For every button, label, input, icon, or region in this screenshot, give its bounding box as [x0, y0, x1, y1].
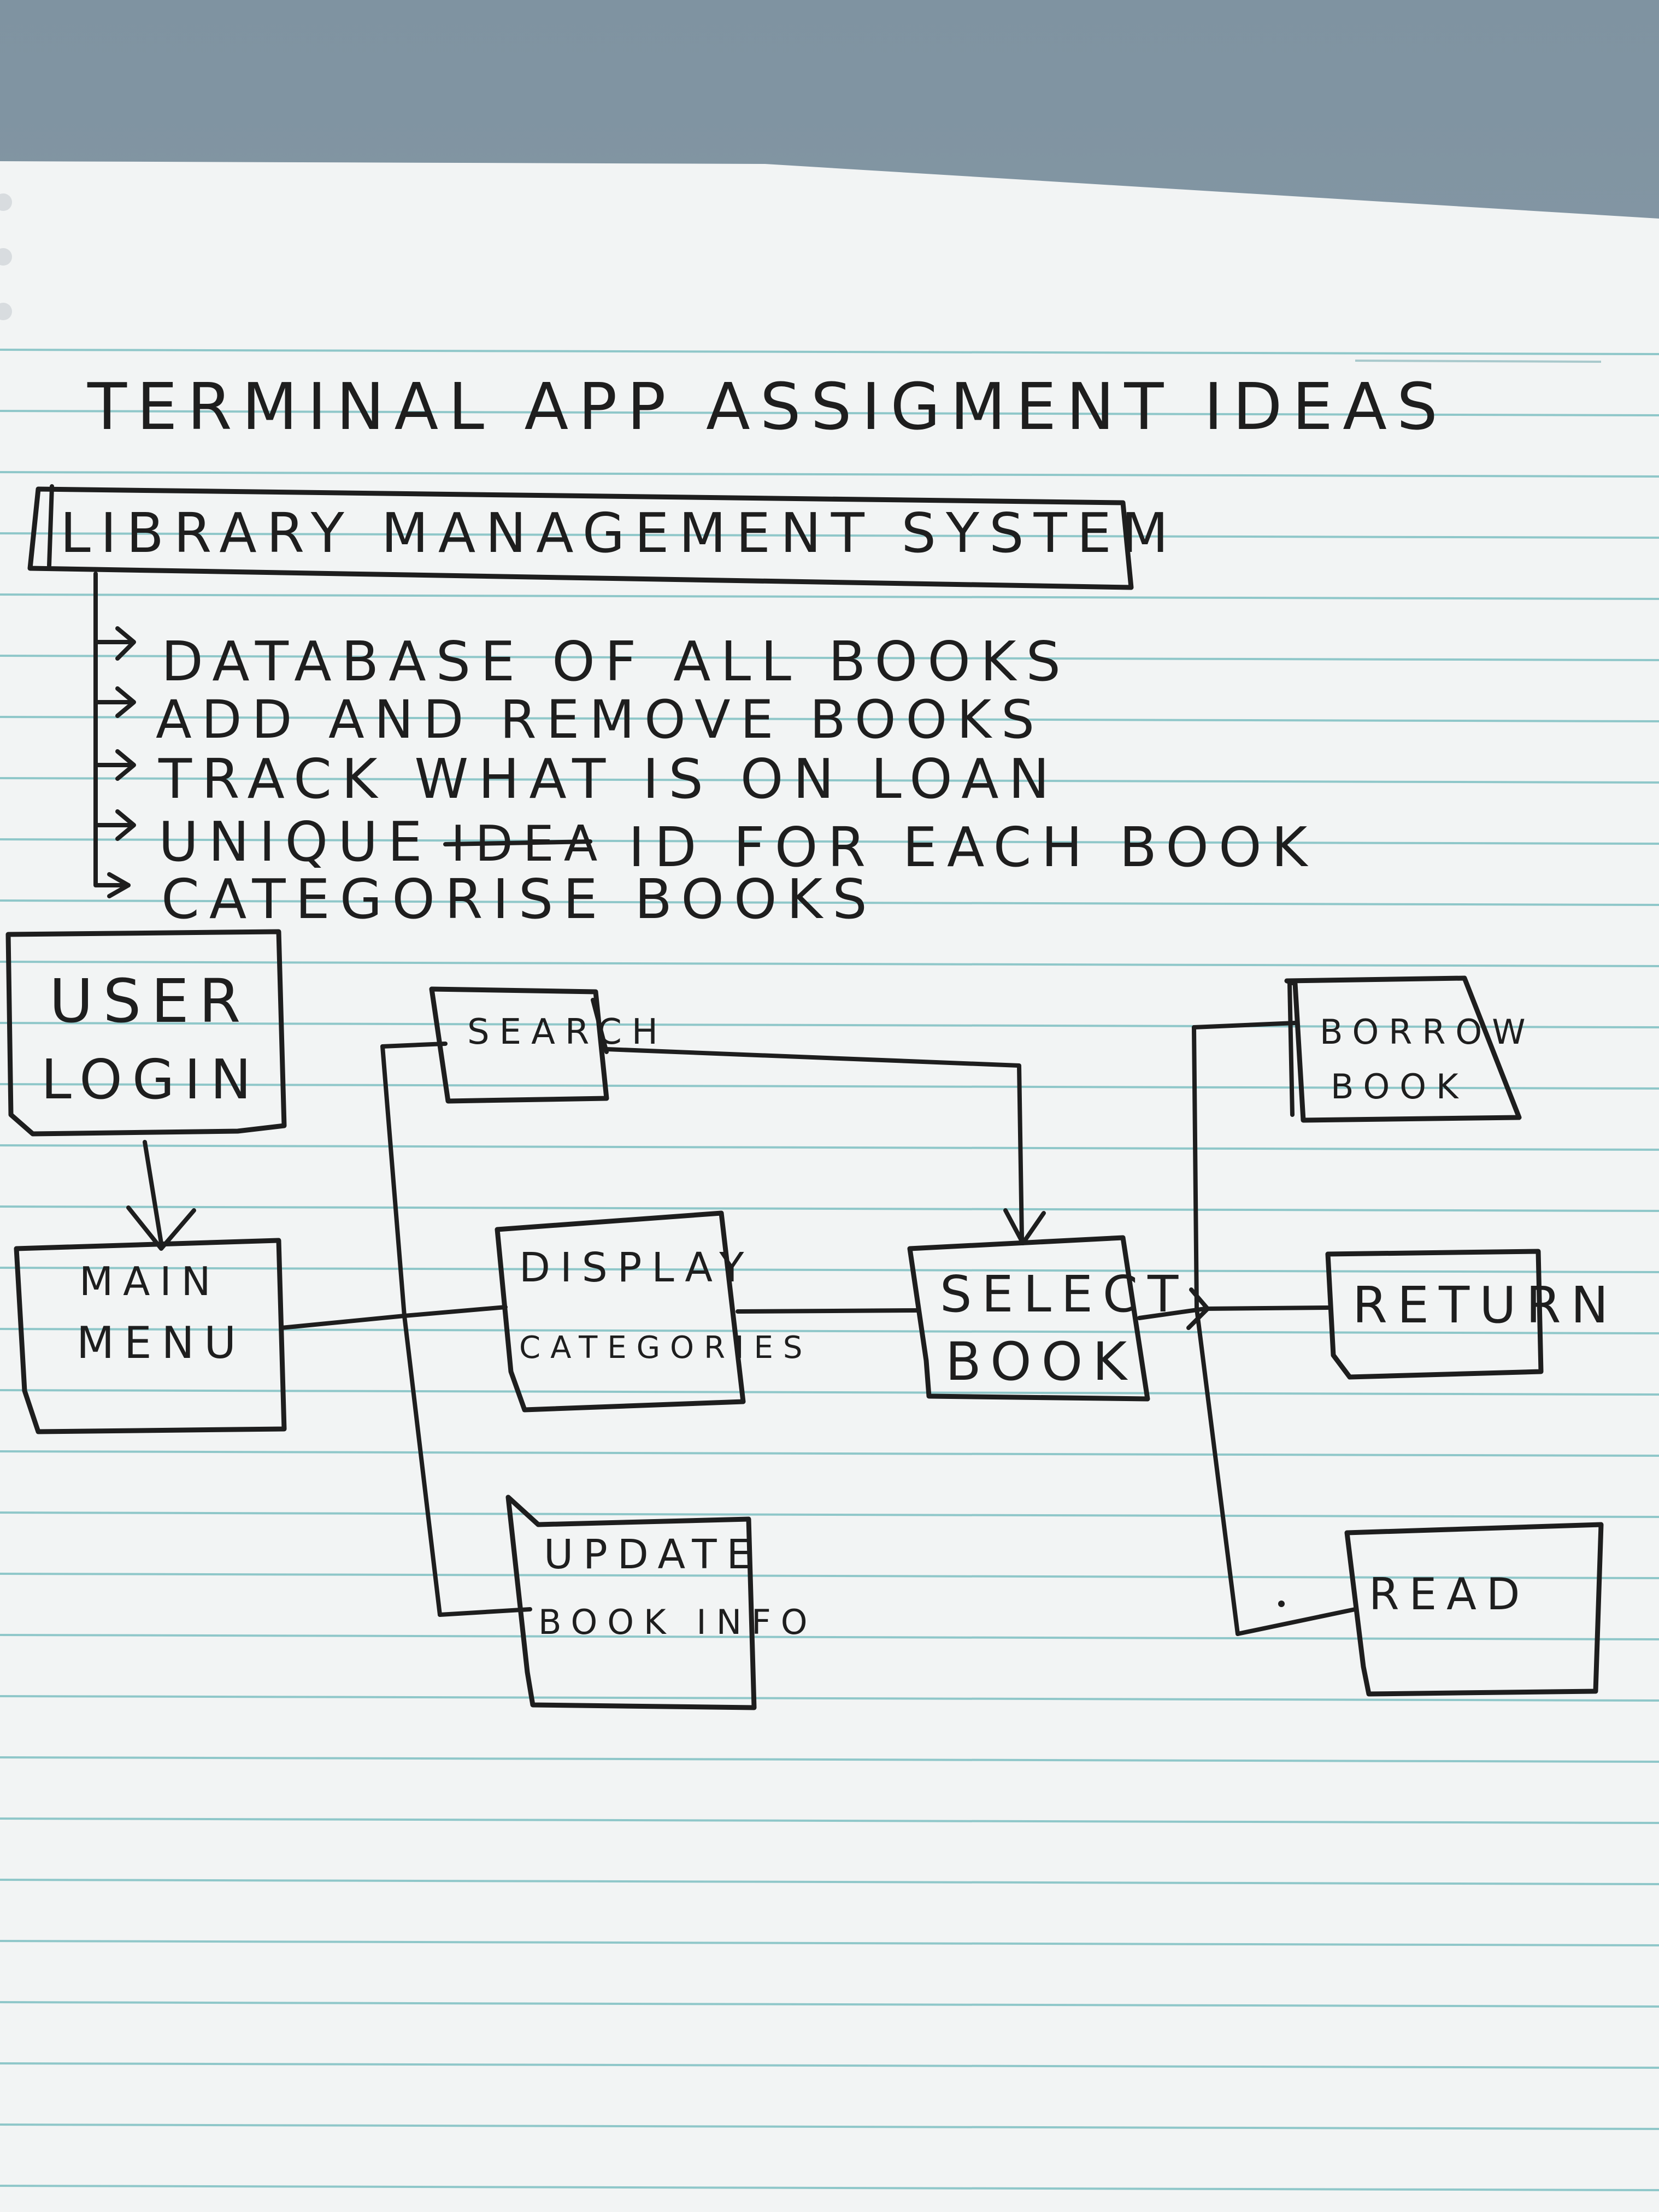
- search-node: SEARCH: [429, 986, 668, 1104]
- select-book-label-2: BOOK: [945, 1331, 1137, 1392]
- ruled-line: [0, 1695, 1659, 1702]
- read-label: READ: [1369, 1569, 1529, 1620]
- ruled-line: [0, 410, 1659, 416]
- ruled-line: [0, 716, 1659, 722]
- ruled-line: [0, 1205, 1659, 1212]
- ruled-line: [0, 2185, 1659, 2191]
- ruled-line: [0, 593, 1659, 600]
- spiral-holes: [0, 193, 12, 320]
- select-book-node: SELECT BOOK: [907, 1235, 1188, 1402]
- return-node: RETURN: [1325, 1249, 1618, 1380]
- ruled-line: [0, 1940, 1659, 1946]
- update-book-info-node: UPDATE BOOK INFO: [505, 1495, 817, 1710]
- connectors: [126, 1021, 1357, 1636]
- search-label: SEARCH: [467, 1012, 668, 1052]
- feature-item: UNIQUE: [158, 810, 432, 874]
- ruled-line: [0, 1328, 1659, 1334]
- ruled-line: [0, 1573, 1659, 1579]
- system-box: LIBRARY MANAGEMENT SYSTEM: [27, 484, 1178, 590]
- ruled-line: [0, 2123, 1659, 2130]
- feature-item: CATEGORISE BOOKS: [161, 867, 877, 931]
- main-menu-node: MAIN MENU: [14, 1238, 287, 1434]
- ruled-line: [0, 777, 1659, 784]
- feature-item: ID FOR EACH BOOK: [628, 815, 1317, 879]
- user-login-label-2: LOGIN: [41, 1048, 261, 1111]
- ruled-line: [0, 532, 1659, 539]
- strikethrough-line: [443, 839, 592, 846]
- page-title: TERMINAL APP ASSIGMENT IDEAS: [87, 369, 1448, 444]
- update-book-info-label-2: BOOK INFO: [538, 1602, 817, 1642]
- ruled-line: [0, 1511, 1659, 1518]
- ruled-line: [0, 1879, 1659, 1885]
- ruled-line: [0, 1267, 1659, 1273]
- ruled-line: [0, 655, 1659, 661]
- system-box-label: LIBRARY MANAGEMENT SYSTEM: [60, 501, 1178, 565]
- borrow-book-label-2: BOOK: [1331, 1067, 1468, 1107]
- main-menu-label-2: MENU: [77, 1317, 246, 1368]
- paper-sheet: [0, 161, 1659, 2212]
- ruled-line: [0, 2062, 1659, 2069]
- feature-tree: [93, 572, 136, 898]
- feature-item: ADD AND REMOVE BOOKS: [156, 689, 1044, 750]
- main-menu-label-1: MAIN: [79, 1258, 220, 1304]
- update-book-info-label-1: UPDATE: [544, 1531, 762, 1578]
- ruled-line: [0, 2001, 1659, 2008]
- ruled-line: [0, 1022, 1659, 1028]
- read-node: READ: [1344, 1522, 1604, 1697]
- ruled-lines: [0, 349, 1659, 2191]
- ruled-line: [0, 1144, 1659, 1151]
- ruled-line: [0, 349, 1659, 355]
- ruled-line: [0, 961, 1659, 967]
- feature-item: DATABASE OF ALL BOOKS: [161, 630, 1070, 693]
- borrow-book-label-1: BORROW: [1320, 1012, 1536, 1052]
- ruled-line: [0, 1083, 1659, 1090]
- ruled-line: [0, 1450, 1659, 1457]
- ruled-line: [0, 471, 1659, 478]
- borrow-book-node: BORROW BOOK: [1284, 975, 1536, 1123]
- ruled-line: [0, 1634, 1659, 1640]
- ruled-line: [0, 1817, 1659, 1824]
- ruled-line: [0, 1389, 1659, 1396]
- feature-item: TRACK WHAT IS ON LOAN: [158, 747, 1059, 811]
- header-rule: [1355, 360, 1602, 363]
- ruled-line: [0, 838, 1659, 845]
- user-login-label-1: USER: [49, 966, 250, 1036]
- display-categories-label-2: CATEGORIES: [519, 1330, 812, 1366]
- ruled-line: [0, 1756, 1659, 1763]
- display-categories-label-1: DISPLAY: [519, 1244, 754, 1291]
- pen-dot: [1278, 1601, 1285, 1607]
- user-login-node: USER LOGIN: [5, 929, 287, 1137]
- ruled-line: [0, 899, 1659, 906]
- select-book-label-1: SELECT: [940, 1265, 1188, 1323]
- display-categories-node: DISPLAY CATEGORIES: [495, 1210, 812, 1413]
- return-label: RETURN: [1352, 1276, 1618, 1334]
